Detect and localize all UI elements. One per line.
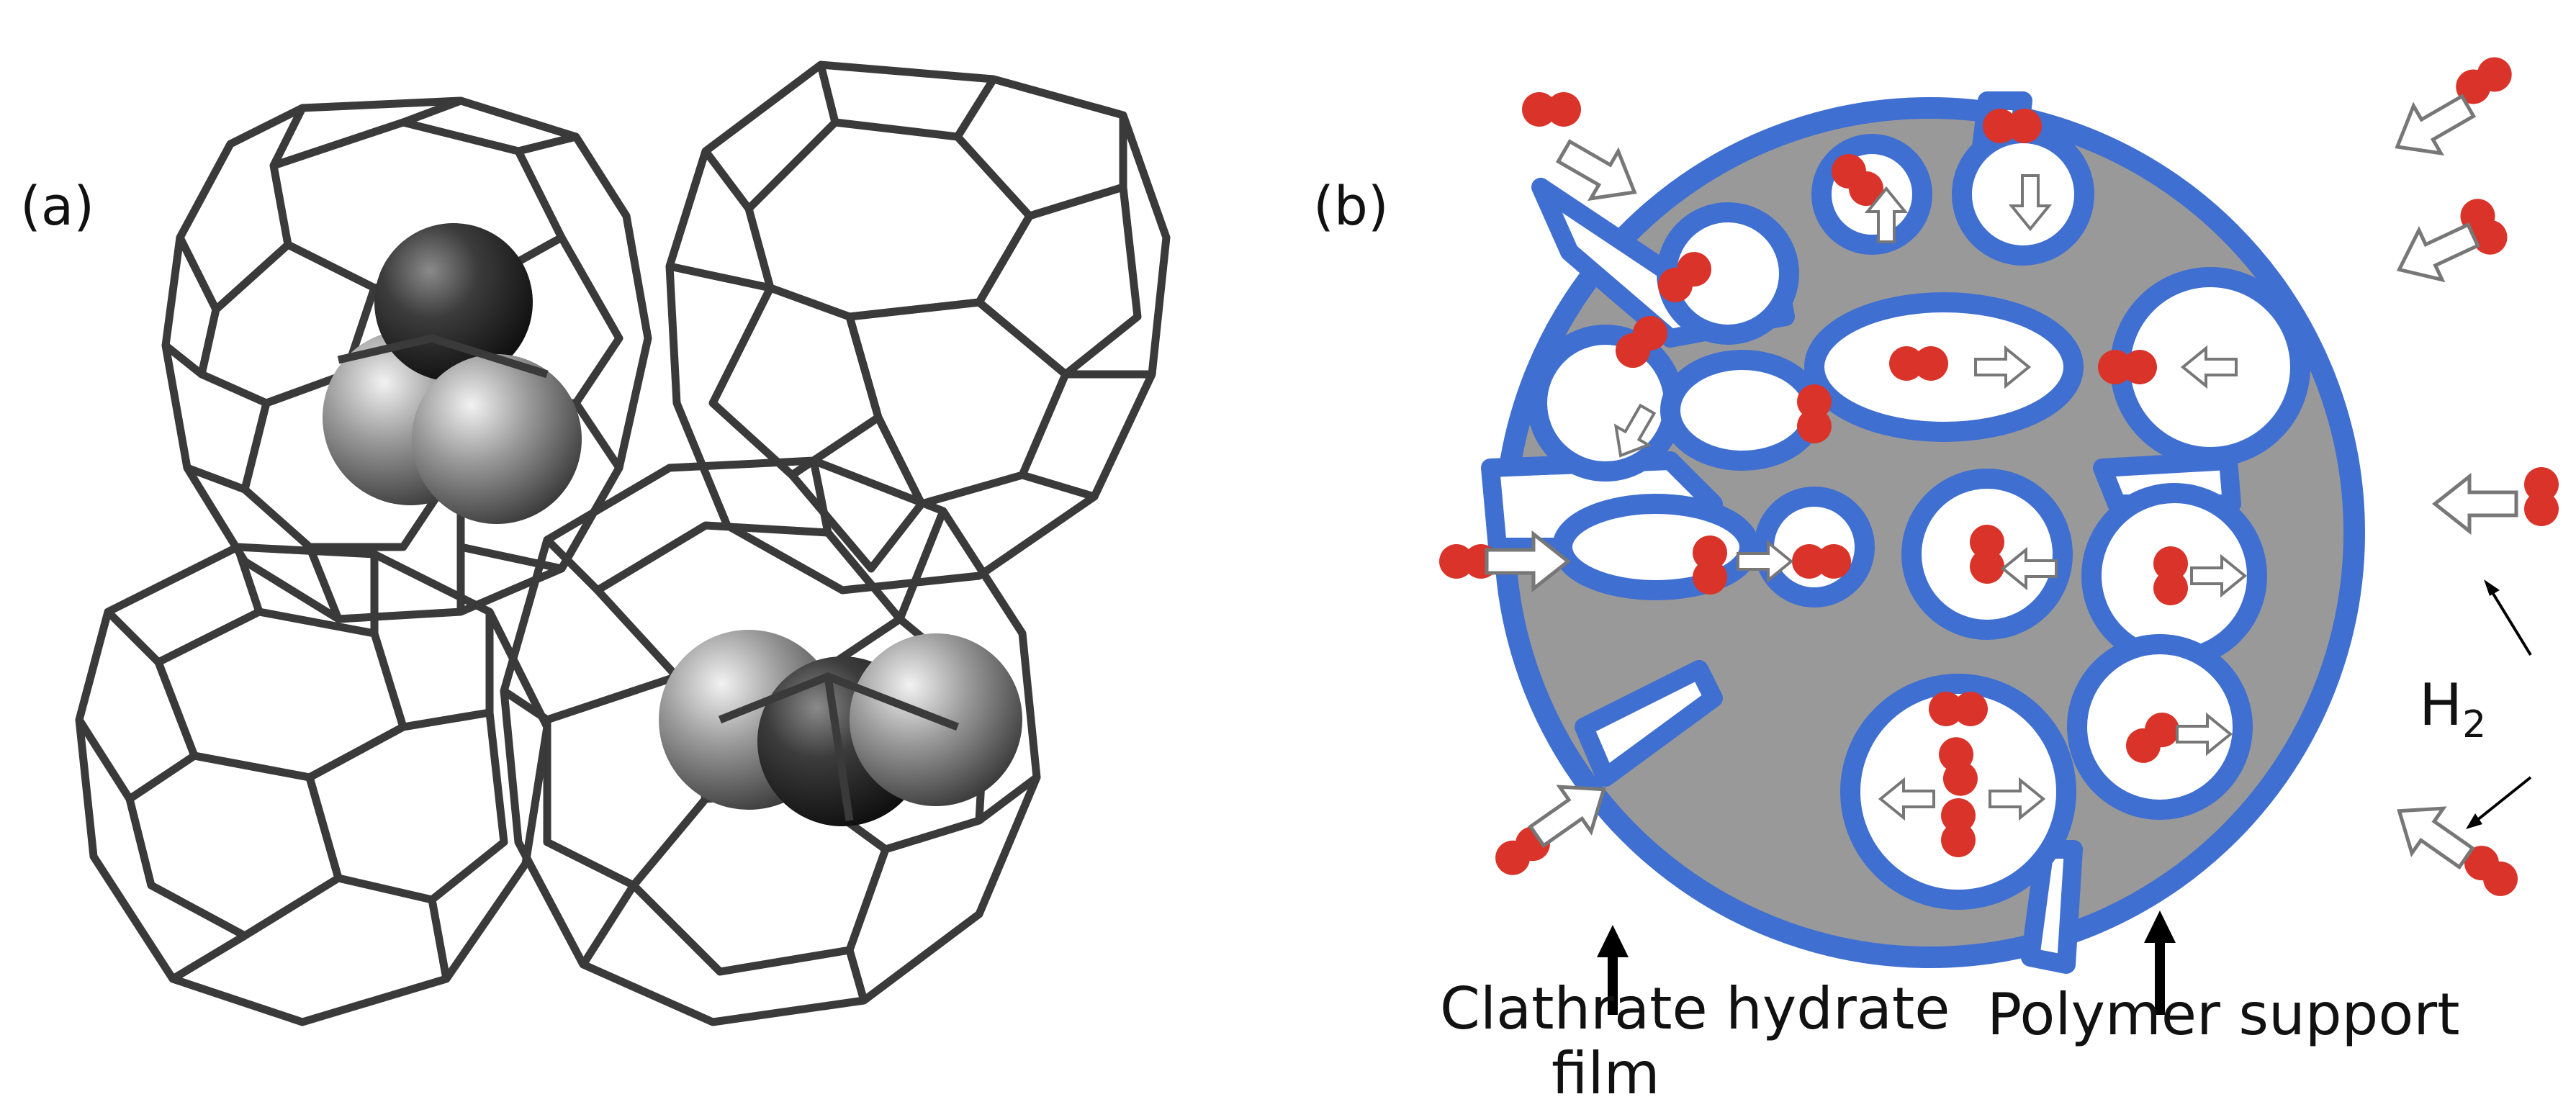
molecule-sphere-light-2 bbox=[412, 354, 582, 524]
composite-schematic-drawing bbox=[1439, 50, 2559, 1015]
front-struts bbox=[337, 334, 959, 821]
h2-label: H2 bbox=[2419, 677, 2486, 744]
cage-lower-left bbox=[75, 543, 551, 1026]
clathrate-film-label-line1: Clathrate hydrate bbox=[1440, 975, 1950, 1042]
h2-label-base: H bbox=[2419, 672, 2463, 738]
pore-left bbox=[1527, 325, 1684, 482]
panel-b-composite-schematic: (b) bbox=[1267, 0, 2576, 1103]
polymer-support-label: Polymer support bbox=[1987, 981, 2460, 1048]
label-pointers bbox=[1597, 579, 2532, 1015]
clathrate-film-label-line2: film bbox=[1552, 1040, 1660, 1107]
cage-upper-right bbox=[665, 60, 1171, 595]
panel-a-cage-structure: (a) bbox=[0, 0, 1267, 1103]
guest-molecule-upper bbox=[323, 223, 582, 524]
guest-molecule-lower bbox=[659, 630, 1022, 826]
panel-a-label: (a) bbox=[20, 176, 95, 238]
cage-framework-drawing bbox=[75, 60, 1171, 1026]
panel-b-label: (b) bbox=[1313, 176, 1389, 238]
pore-left-center bbox=[1660, 350, 1824, 471]
cage-lower-right bbox=[500, 456, 1041, 1026]
h2-label-subscript: 2 bbox=[2462, 703, 2487, 746]
